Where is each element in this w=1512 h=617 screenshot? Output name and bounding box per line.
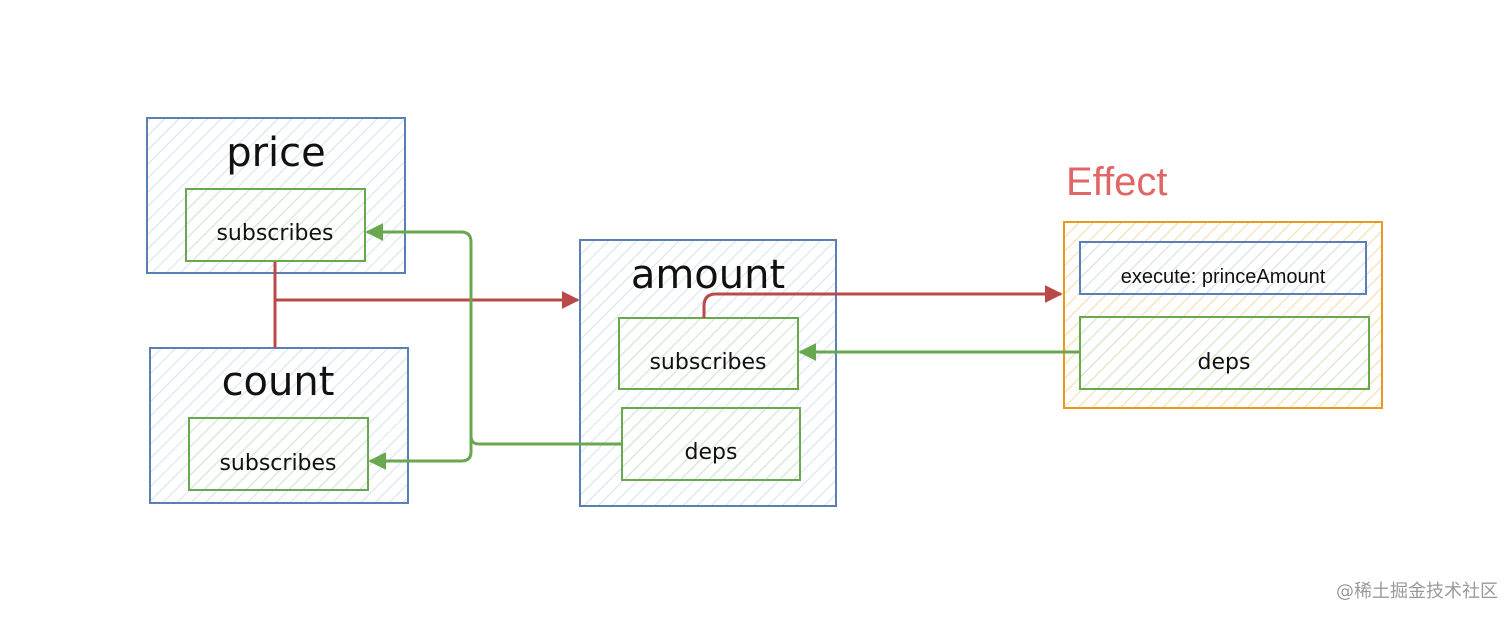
watermark: @稀土掘金技术社区 — [1336, 581, 1498, 602]
amount-subscribes-box — [618, 317, 799, 390]
deps-to-price-arrow — [365, 223, 622, 446]
effect-execute-box — [1079, 241, 1367, 295]
amount-deps-label: deps — [685, 440, 738, 465]
price-node: price subscribes — [146, 117, 406, 274]
deps-to-count-arrow — [368, 436, 473, 470]
price-subscribes-label: subscribes — [216, 221, 333, 246]
price-title: price — [226, 130, 326, 176]
amount-subscribes-label: subscribes — [649, 350, 766, 375]
count-subscribes-box — [188, 417, 369, 491]
count-node: count subscribes — [149, 347, 409, 504]
effect-execute-label: execute: princeAmount — [1121, 266, 1326, 288]
amount-title: amount — [631, 252, 785, 298]
count-subscribes-label: subscribes — [219, 451, 336, 476]
amount-to-effect-arrow — [702, 285, 1063, 318]
effect-deps-box — [1079, 316, 1370, 390]
effect-node: Effect execute: princeAmount deps — [1063, 160, 1383, 409]
amount-deps-box — [621, 407, 801, 481]
amount-node: amount subscribes deps — [579, 239, 837, 507]
effect-title: Effect — [1066, 160, 1168, 204]
effect-deps-label: deps — [1198, 350, 1251, 375]
price-subscribes-box — [185, 188, 366, 262]
count-title: count — [222, 359, 335, 405]
